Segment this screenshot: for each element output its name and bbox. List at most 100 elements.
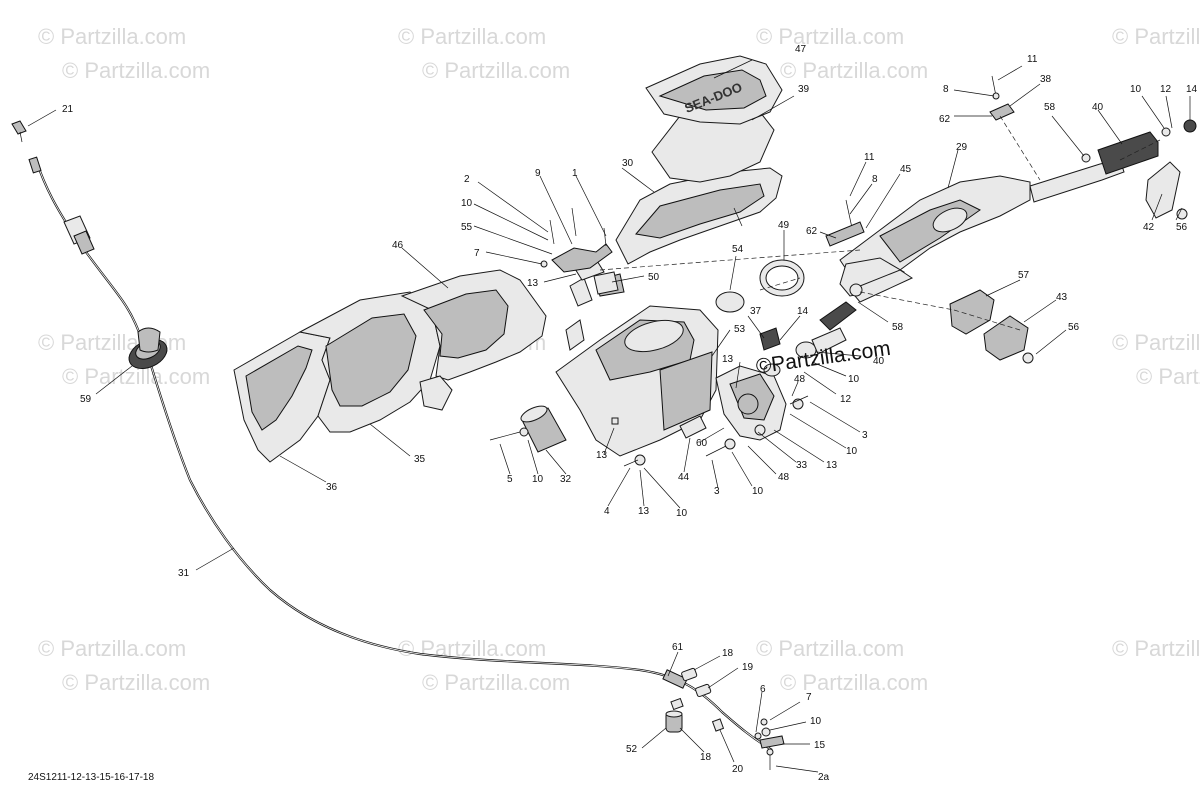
watermark-text: © Partzilla.com	[756, 636, 904, 661]
part-number: 56	[1068, 322, 1080, 333]
part-number: 60	[696, 438, 708, 449]
part-number: 31	[178, 568, 190, 579]
part-number: 19	[742, 662, 754, 673]
part-number: 12	[1160, 84, 1172, 95]
part-number: 10	[532, 474, 544, 485]
watermark-text: © Partzilla.com	[38, 24, 186, 49]
watermark-text: © Partzilla.com	[1112, 330, 1200, 355]
part-number: 18	[700, 752, 712, 763]
part-number: 48	[778, 472, 790, 483]
part-number: 4	[604, 506, 610, 517]
part-number: 8	[943, 84, 949, 95]
part-number: 46	[392, 240, 404, 251]
part-number: 3	[714, 486, 720, 497]
part-number: 13	[638, 506, 650, 517]
part-number: 10	[752, 486, 764, 497]
part-number: 12	[840, 394, 852, 405]
part-number: 58	[892, 322, 904, 333]
part-number: 21	[62, 104, 74, 115]
watermark-text: © Partzilla.com	[1112, 24, 1200, 49]
watermark-text: © Partzilla.com	[62, 58, 210, 83]
part-number: 36	[326, 482, 338, 493]
part-number: 32	[560, 474, 572, 485]
part-number: 9	[535, 168, 541, 179]
part-number: 3	[862, 430, 868, 441]
watermark-text: © Partzilla.com	[780, 58, 928, 83]
part-number: 20	[732, 764, 744, 775]
part-number: 11	[864, 152, 875, 163]
diagram-code: 24S1211-12-13-15-16-17-18	[28, 772, 154, 783]
part-number: 43	[1056, 292, 1068, 303]
part-number: 13	[596, 450, 608, 461]
watermark-text: © Partzilla.com	[398, 24, 546, 49]
steering-bracket	[540, 207, 619, 295]
part-number: 10	[676, 508, 688, 519]
part-number: 13	[826, 460, 838, 471]
part-number: 6	[760, 684, 766, 695]
part-number: 5	[507, 474, 513, 485]
lower-hardware	[489, 405, 707, 467]
watermark-text: © Partzilla.com	[62, 670, 210, 695]
part-number: 55	[461, 222, 473, 233]
watermark-text: © Partzilla.com	[1112, 636, 1200, 661]
part-number: 48	[794, 374, 806, 385]
part-number: 35	[414, 454, 426, 465]
part-number: 58	[1044, 102, 1056, 113]
part-number: 57	[1018, 270, 1030, 281]
part-number: 38	[1040, 74, 1052, 85]
part-number: 62	[806, 226, 818, 237]
part-number: 62	[939, 114, 951, 125]
cable-end-hardware	[662, 667, 785, 770]
part-number: 33	[796, 460, 808, 471]
part-number: 10	[848, 374, 860, 385]
part-number: 56	[1176, 222, 1188, 233]
part-number: 37	[750, 306, 762, 317]
part-number: 7	[806, 692, 812, 703]
part-number: 10	[846, 446, 858, 457]
part-number: 52	[626, 744, 638, 755]
part-number: 11	[1027, 54, 1038, 65]
part-number: 8	[872, 174, 878, 185]
part-number: 10	[810, 716, 822, 727]
part-number: 1	[572, 168, 578, 179]
watermark-text: © Partzilla.com	[398, 636, 546, 661]
watermark-text: © Partzilla.com	[422, 58, 570, 83]
part-number: 2	[464, 174, 470, 185]
part-number: 15	[814, 740, 826, 751]
part-number: 47	[795, 44, 807, 55]
part-number: 10	[461, 198, 473, 209]
part-number: 14	[797, 306, 809, 317]
part-number: 39	[798, 84, 810, 95]
watermarks: © Partzilla.com © Partzilla.com © Partzi…	[38, 24, 1200, 695]
part-number: 2a	[818, 772, 830, 783]
part-number: 59	[80, 394, 92, 405]
part-number: 10	[1130, 84, 1142, 95]
assembly-axis-lines	[599, 115, 1161, 331]
part-number: 49	[778, 220, 790, 231]
part-number: 42	[1143, 222, 1155, 233]
part-number: 40	[1092, 102, 1104, 113]
watermark-text: © Partzilla.com	[422, 670, 570, 695]
part-number: 54	[732, 244, 744, 255]
watermark-text: © Partzilla.com	[756, 24, 904, 49]
part-number: 45	[900, 164, 912, 175]
front-cover-assembly	[233, 269, 547, 463]
part-number: 14	[1186, 84, 1198, 95]
watermark-text: © Partzilla.com	[38, 636, 186, 661]
part-number: 7	[474, 248, 480, 259]
part-number: 18	[722, 648, 734, 659]
watermark-text: © Partzilla.com	[1136, 364, 1200, 389]
part-number: 53	[734, 324, 746, 335]
part-number: 61	[672, 642, 684, 653]
leader-lines	[27, 59, 1191, 773]
part-number-labels: 47 39 11 38 8 62 10 12 14 58 40 29 42 56…	[62, 44, 1198, 783]
part-number: 30	[622, 158, 634, 169]
part-number: 50	[648, 272, 660, 283]
part-number: 13	[722, 354, 734, 365]
watermark-text: © Partzilla.com	[780, 670, 928, 695]
part-number: 13	[527, 278, 539, 289]
throttle-mechanism	[705, 259, 847, 457]
part-number: 29	[956, 142, 968, 153]
handlebar-assembly	[819, 75, 1197, 364]
